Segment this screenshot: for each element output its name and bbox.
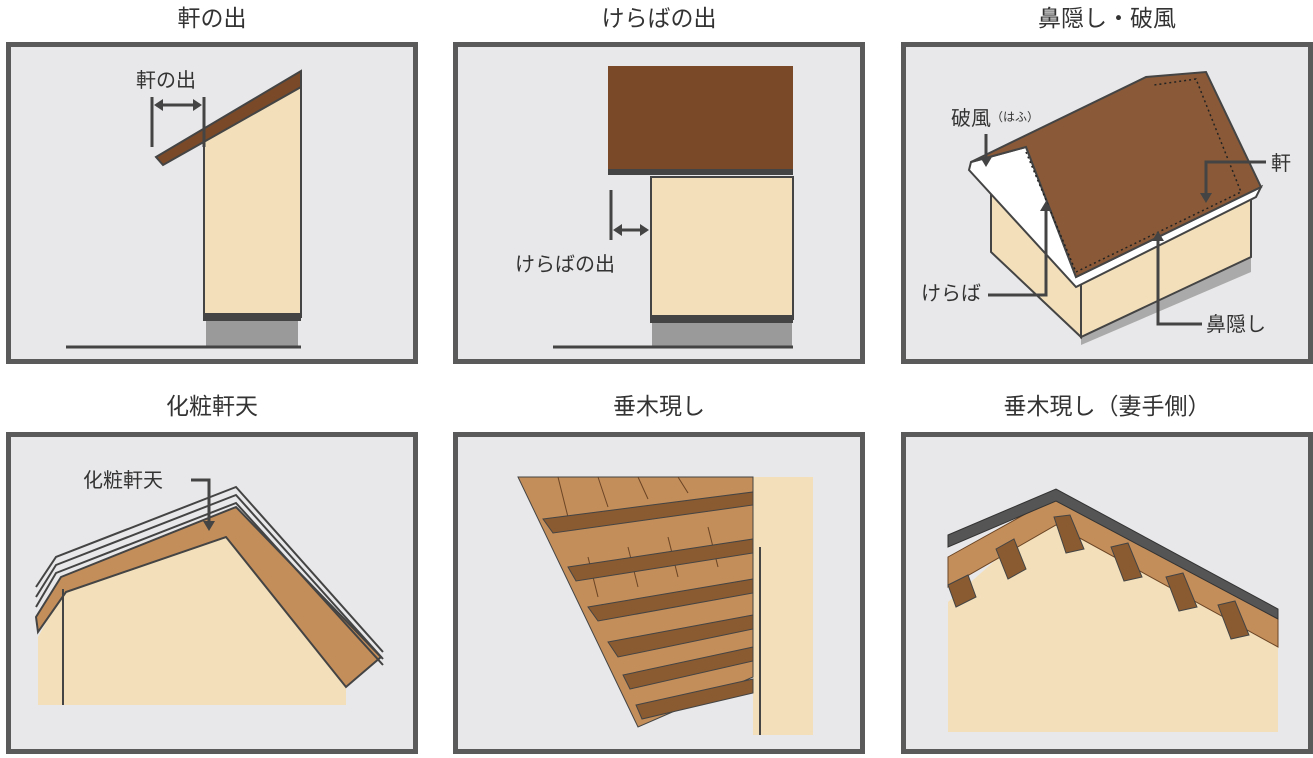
arrowhead-right (193, 99, 202, 111)
panel-title-taruki-arawashi-tsumate: 垂木現し（妻手側） (1003, 394, 1211, 420)
label-keraba: けらば (921, 281, 981, 305)
label-hanakakushi: 鼻隠し (1206, 312, 1266, 336)
arrowhead-left (154, 99, 163, 111)
noki-leader (1204, 160, 1266, 197)
panel-title-taruki-arawashi: 垂木現し (613, 394, 705, 420)
panel-taruki-arawashi (453, 432, 865, 754)
roof-eave (154, 69, 302, 167)
leader-arrowhead (203, 521, 215, 531)
rafter-1 (542, 491, 754, 534)
foundation (652, 319, 792, 347)
panel-keraba-no-de: けらばの出 (453, 42, 865, 364)
gable-wall (948, 507, 1278, 732)
panel-title-kesho-nokiten: 化粧軒天 (166, 394, 258, 420)
panel-title-hanakakushi-hafu: 鼻隠し・破風 (1038, 6, 1176, 32)
keraba-leader (988, 207, 1048, 297)
label-keraba-no-de: けらばの出 (515, 252, 615, 276)
taruki-arawashi-tsumate-diagram (947, 488, 1279, 732)
wall (650, 176, 794, 320)
hafu-arrowhead (980, 157, 992, 167)
taruki-arawashi-diagram (517, 476, 813, 735)
panel-title-noki-no-de: 軒の出 (177, 6, 247, 32)
rafter-ends (947, 514, 1250, 640)
wall (753, 477, 813, 735)
shadow (1081, 257, 1251, 345)
roof-line-1 (35, 485, 384, 653)
panel-kesho-nokiten: 化粧軒天 (6, 432, 418, 754)
house-isometric-diagram: 破風 （はふ） 軒 けらば 鼻隠し (921, 70, 1291, 345)
panel-taruki-arawashi-tsumate (901, 432, 1313, 754)
rafter-3 (587, 578, 754, 622)
rafter-2 (567, 538, 754, 582)
roof-edge (947, 488, 1279, 620)
label-kesho-nokiten: 化粧軒天 (83, 468, 163, 492)
keraba-arrowhead (1040, 201, 1052, 211)
roof-edge (608, 169, 793, 175)
rafter-6 (635, 678, 754, 720)
label-hafu-reading: （はふ） (991, 110, 1039, 124)
panel-title-keraba-no-de: けらばの出 (601, 6, 717, 32)
arrowhead-right (640, 224, 649, 236)
keraba-no-de-diagram: けらばの出 (515, 66, 794, 349)
rafter-4 (607, 614, 754, 658)
rafter-5 (622, 646, 754, 690)
roof-line-2 (35, 493, 384, 660)
kesho-nokiten-diagram: 化粧軒天 (34, 468, 384, 705)
roof-gable-face (608, 66, 793, 170)
label-hafu: 破風 (951, 106, 991, 130)
sill (203, 313, 301, 321)
label-noki-no-de: 軒の出 (136, 68, 196, 92)
noki-arrowhead (1200, 193, 1212, 203)
noki-no-de-diagram: 軒の出 (66, 68, 302, 349)
roof-line-3 (35, 501, 384, 666)
panel-hanakakushi-hafu: 破風 （はふ） 軒 けらば 鼻隠し (901, 42, 1313, 364)
hanakakushi-arrowhead (1152, 231, 1164, 241)
sill (650, 315, 793, 323)
leader-line (191, 478, 211, 525)
arrowhead-left (613, 224, 622, 236)
soffit-board (34, 505, 383, 689)
hanakakushi-leader (1156, 237, 1202, 326)
roof-dotted-outline (1025, 78, 1242, 274)
roof (970, 70, 1263, 279)
panel-noki-no-de: 軒の出 (6, 42, 418, 364)
label-noki: 軒 (1271, 151, 1291, 175)
